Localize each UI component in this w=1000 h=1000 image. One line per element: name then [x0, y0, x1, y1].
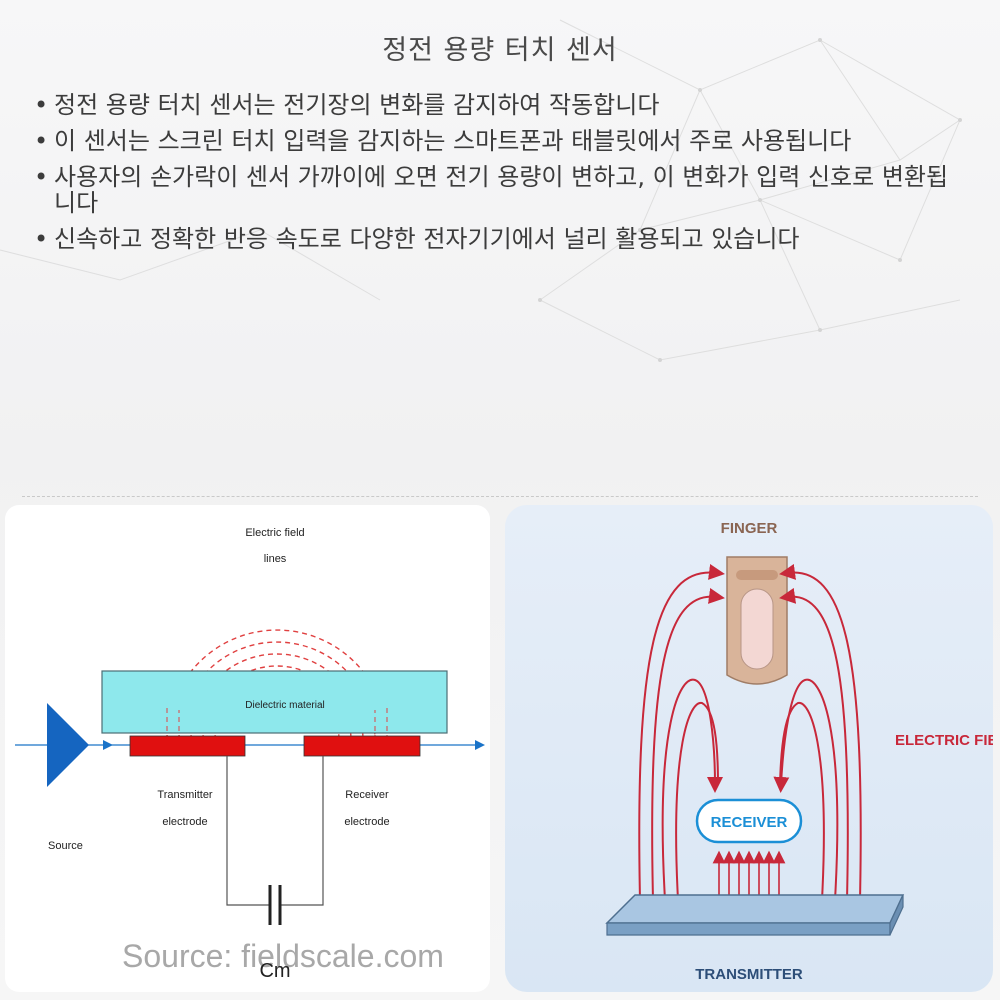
bullet-text: 사용자의 손가락이 센서 가까이에 오면 전기 용량이 변하고, 이 변화가 입… [54, 163, 949, 217]
page-title: 정전 용량 터치 센서 [382, 35, 618, 66]
receiver-label: electrode [344, 816, 389, 828]
capacitive-sensor-diagram: Dielectric material Electric field lines… [5, 505, 490, 992]
transmitter-label: Transmitter [157, 789, 213, 801]
receiver-electrode [303, 735, 421, 757]
bullet-dot: • [34, 225, 49, 253]
bullet-list: •정전 용량 터치 센서는 전기장의 변화를 감지하여 작동합니다 •이 센서는… [32, 92, 962, 262]
bullet-dot: • [34, 91, 49, 119]
receiver-label: Receiver [345, 789, 389, 801]
bullet-dot: • [34, 127, 49, 155]
bullet-item: •사용자의 손가락이 센서 가까이에 오면 전기 용량이 변하고, 이 변화가 … [32, 164, 962, 216]
source-label: Source [48, 840, 83, 852]
wire-left [226, 756, 270, 906]
receiver-label: RECEIVER [711, 814, 788, 831]
finger-field-diagram: RECEIVER FINGER ELECTRIC FIELD TRANSMITT… [505, 505, 993, 992]
wire-right [280, 756, 324, 906]
bullet-item: •이 센서는 스크린 터치 입력을 감지하는 스마트폰과 태블릿에서 주로 사용… [32, 128, 962, 154]
network-background [0, 19, 962, 362]
source-triangle-icon [47, 703, 89, 787]
transmitter-label: TRANSMITTER [695, 966, 803, 983]
arrow-right-icon [475, 740, 485, 750]
source-credit: Source: fieldscale.com [122, 938, 444, 974]
finger-diagram-svg: RECEIVER FINGER ELECTRIC FIELD TRANSMITT… [605, 520, 993, 983]
transmitter-label: electrode [162, 816, 207, 828]
finger-label: FINGER [721, 520, 778, 537]
field-label: Electric field [245, 527, 304, 539]
dielectric-label: Dielectric material [245, 700, 324, 711]
electric-field-lines [638, 563, 862, 901]
bullet-item: •정전 용량 터치 센서는 전기장의 변화를 감지하여 작동합니다 [32, 92, 962, 118]
dielectric-layer [101, 670, 448, 734]
transmitter-electrode [129, 735, 246, 757]
field-label: lines [264, 553, 287, 565]
sensor-diagram-svg: Dielectric material Electric field lines… [15, 527, 485, 982]
finger-icon [726, 556, 788, 685]
capacitor-label: Cm [259, 960, 290, 982]
section-divider [22, 496, 978, 497]
transmitter-plate [605, 894, 905, 936]
bullet-text: 이 센서는 스크린 터치 입력을 감지하는 스마트폰과 태블릿에서 주로 사용됩… [54, 127, 852, 155]
bullet-text: 신속하고 정확한 반응 속도로 다양한 전자기기에서 널리 활용되고 있습니다 [54, 225, 800, 253]
arrow-right-icon [103, 740, 113, 750]
bullet-text: 정전 용량 터치 센서는 전기장의 변화를 감지하여 작동합니다 [54, 91, 660, 119]
electric-field-label: ELECTRIC FIELD [895, 732, 993, 749]
bullet-item: •신속하고 정확한 반응 속도로 다양한 전자기기에서 널리 활용되고 있습니다 [32, 226, 962, 252]
bullet-dot: • [34, 163, 49, 191]
receiver-pill [695, 798, 803, 844]
